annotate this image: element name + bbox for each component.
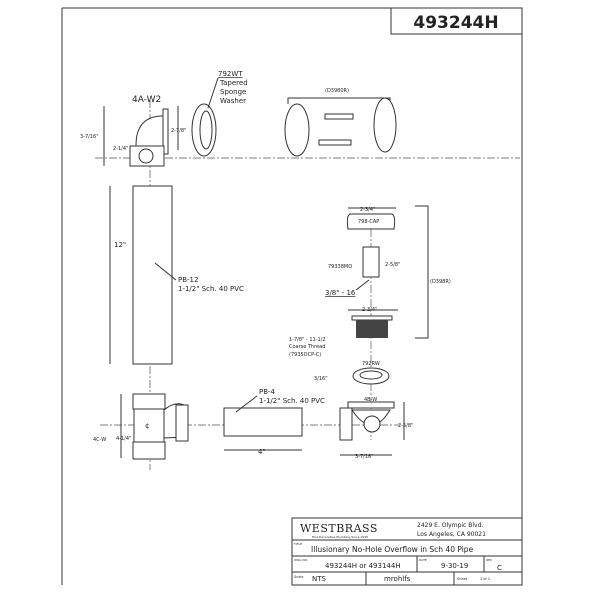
svg-text:Fine Decorative Plumbing Since: Fine Decorative Plumbing Since 1935 (312, 535, 368, 539)
svg-text:C: C (497, 564, 502, 572)
svg-text:(D398R): (D398R) (430, 279, 451, 285)
svg-text:Sponge: Sponge (220, 88, 246, 96)
svg-text:Coarse Thread: Coarse Thread (289, 344, 325, 350)
svg-text:1-1/2" Sch. 40 PVC: 1-1/2" Sch. 40 PVC (259, 397, 325, 405)
tee-4c-w: 4-1/4" 4C-W ¢ (93, 393, 189, 460)
svg-text:3/16": 3/16" (314, 376, 328, 382)
title-block: WESTBRASS Fine Decorative Plumbing Since… (291, 517, 523, 586)
drain-assembly: (D398R) 2-3/4" 798-CAP 79338MO 2-5/8" 3/… (289, 205, 451, 460)
svg-text:79338MO: 79338MO (328, 264, 352, 270)
drawing-frame (61, 7, 523, 585)
svg-text:2-3/4": 2-3/4" (360, 207, 375, 213)
svg-text:TITLE: TITLE (293, 542, 302, 546)
pipe-pb-4: 4" PB-4 1-1/2" Sch. 40 PVC (223, 388, 325, 456)
svg-text:REV: REV (486, 558, 493, 562)
svg-text:792RW: 792RW (362, 361, 380, 367)
svg-text:4C-W: 4C-W (93, 437, 106, 443)
svg-text:4B-W: 4B-W (364, 397, 377, 403)
elbow-4a-w2: 4A-W2 3-7/16" 2-1/4" (80, 95, 169, 167)
svg-text:Scale: Scale (294, 575, 303, 579)
svg-text:493244H or 493144H: 493244H or 493144H (325, 562, 401, 570)
svg-text:DWG NO.: DWG NO. (294, 558, 308, 562)
svg-text:798-CAP: 798-CAP (358, 219, 379, 225)
svg-text:3-7/16": 3-7/16" (355, 454, 374, 460)
svg-text:792WT: 792WT (218, 70, 243, 78)
svg-text:12": 12" (114, 241, 126, 249)
company-logo: WESTBRASS (300, 522, 378, 535)
header-box: 493244H (390, 7, 523, 35)
svg-text:4-1/4": 4-1/4" (116, 436, 131, 442)
svg-text:(7935OCP-C): (7935OCP-C) (289, 352, 321, 358)
svg-text:Los Angeles, CA 90021: Los Angeles, CA 90021 (417, 531, 486, 538)
svg-text:(D3980R): (D3980R) (325, 88, 349, 94)
svg-text:1 of 1: 1 of 1 (480, 577, 490, 581)
svg-text:3/8" - 16: 3/8" - 16 (325, 289, 356, 297)
drawing-title: Illusionary No-Hole Overflow in Sch 40 P… (311, 545, 474, 554)
svg-text:Tapered: Tapered (219, 79, 248, 87)
overflow-plate: (D3980R) (284, 88, 397, 157)
svg-text:2-3/4": 2-3/4" (362, 307, 377, 313)
svg-text:1-7/8" - 11-1/2: 1-7/8" - 11-1/2 (289, 337, 326, 343)
svg-text:NTS: NTS (312, 575, 327, 583)
svg-text:¢: ¢ (145, 422, 149, 430)
svg-text:4A-W2: 4A-W2 (132, 95, 161, 105)
washer-792wt: 2-7/8" 792WT Tapered Sponge Washer (171, 70, 248, 157)
svg-text:2-5/8": 2-5/8" (385, 262, 400, 268)
svg-text:mrohlfs: mrohlfs (384, 575, 411, 583)
svg-text:2-1/4": 2-1/4" (113, 146, 128, 152)
svg-text:Washer: Washer (220, 97, 246, 105)
svg-text:2-5/8": 2-5/8" (398, 423, 413, 429)
svg-text:Sheet: Sheet (457, 577, 468, 581)
header-drawing-number: 493244H (413, 13, 498, 33)
svg-text:4": 4" (258, 448, 266, 456)
svg-text:DATE: DATE (419, 558, 427, 562)
svg-text:2-7/8": 2-7/8" (171, 128, 186, 134)
svg-text:PB-4: PB-4 (259, 388, 276, 396)
svg-text:PB-12: PB-12 (178, 276, 198, 284)
svg-text:1-1/2" Sch. 40 PVC: 1-1/2" Sch. 40 PVC (178, 285, 244, 293)
svg-text:9-30-19: 9-30-19 (441, 562, 468, 570)
svg-text:3-7/16": 3-7/16" (80, 134, 99, 140)
pipe-pb-12: 12" PB-12 1-1/2" Sch. 40 PVC (109, 185, 244, 365)
svg-text:2429 E. Olympic Blvd.: 2429 E. Olympic Blvd. (417, 522, 483, 529)
